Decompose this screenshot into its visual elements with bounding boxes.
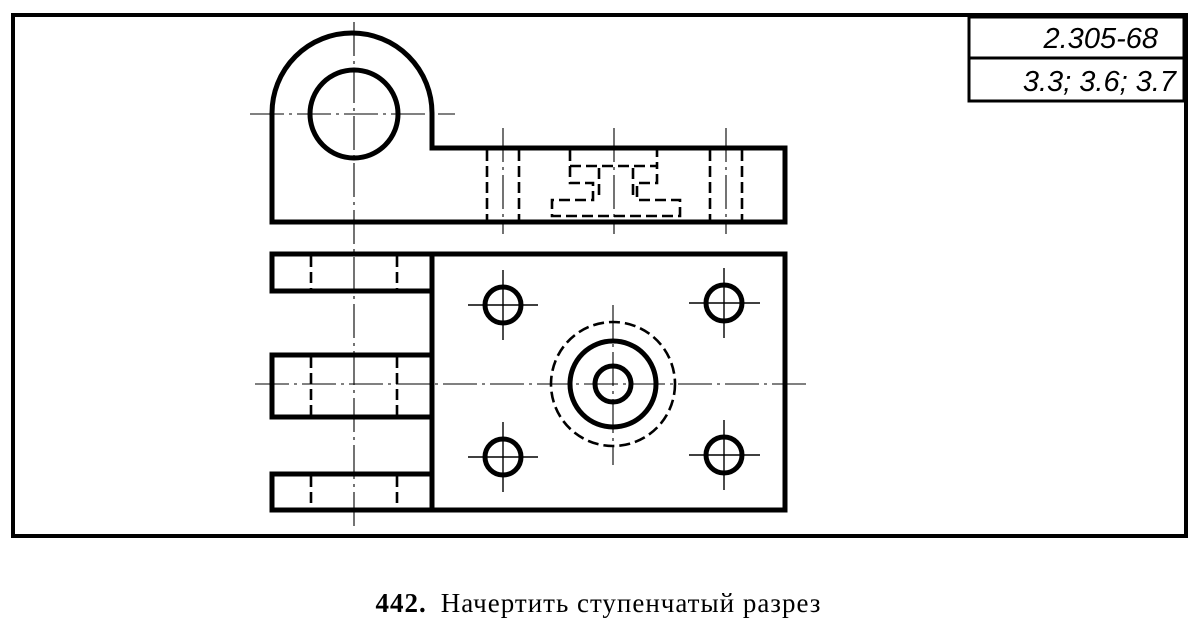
top-view-outline [269, 251, 788, 513]
front-view [250, 22, 788, 530]
front-view-hidden-cavity [550, 150, 682, 218]
drawing-frame [11, 13, 1188, 538]
standard-stamp: 2.305-68 3.3; 3.6; 3.7 [967, 15, 1186, 103]
front-view-outline [269, 30, 788, 225]
figure-caption-text: Начертить ступенчатый разрез [440, 588, 822, 618]
top-view [255, 251, 810, 513]
figure-caption: 442. Начертить ступенчатый разрез [0, 588, 1197, 619]
standard-clauses: 3.3; 3.6; 3.7 [1023, 66, 1178, 98]
figure-number: 442. [375, 588, 427, 618]
standard-number: 2.305-68 [1043, 23, 1159, 55]
technical-drawing: 2.305-68 3.3; 3.6; 3.7 [11, 13, 1188, 538]
